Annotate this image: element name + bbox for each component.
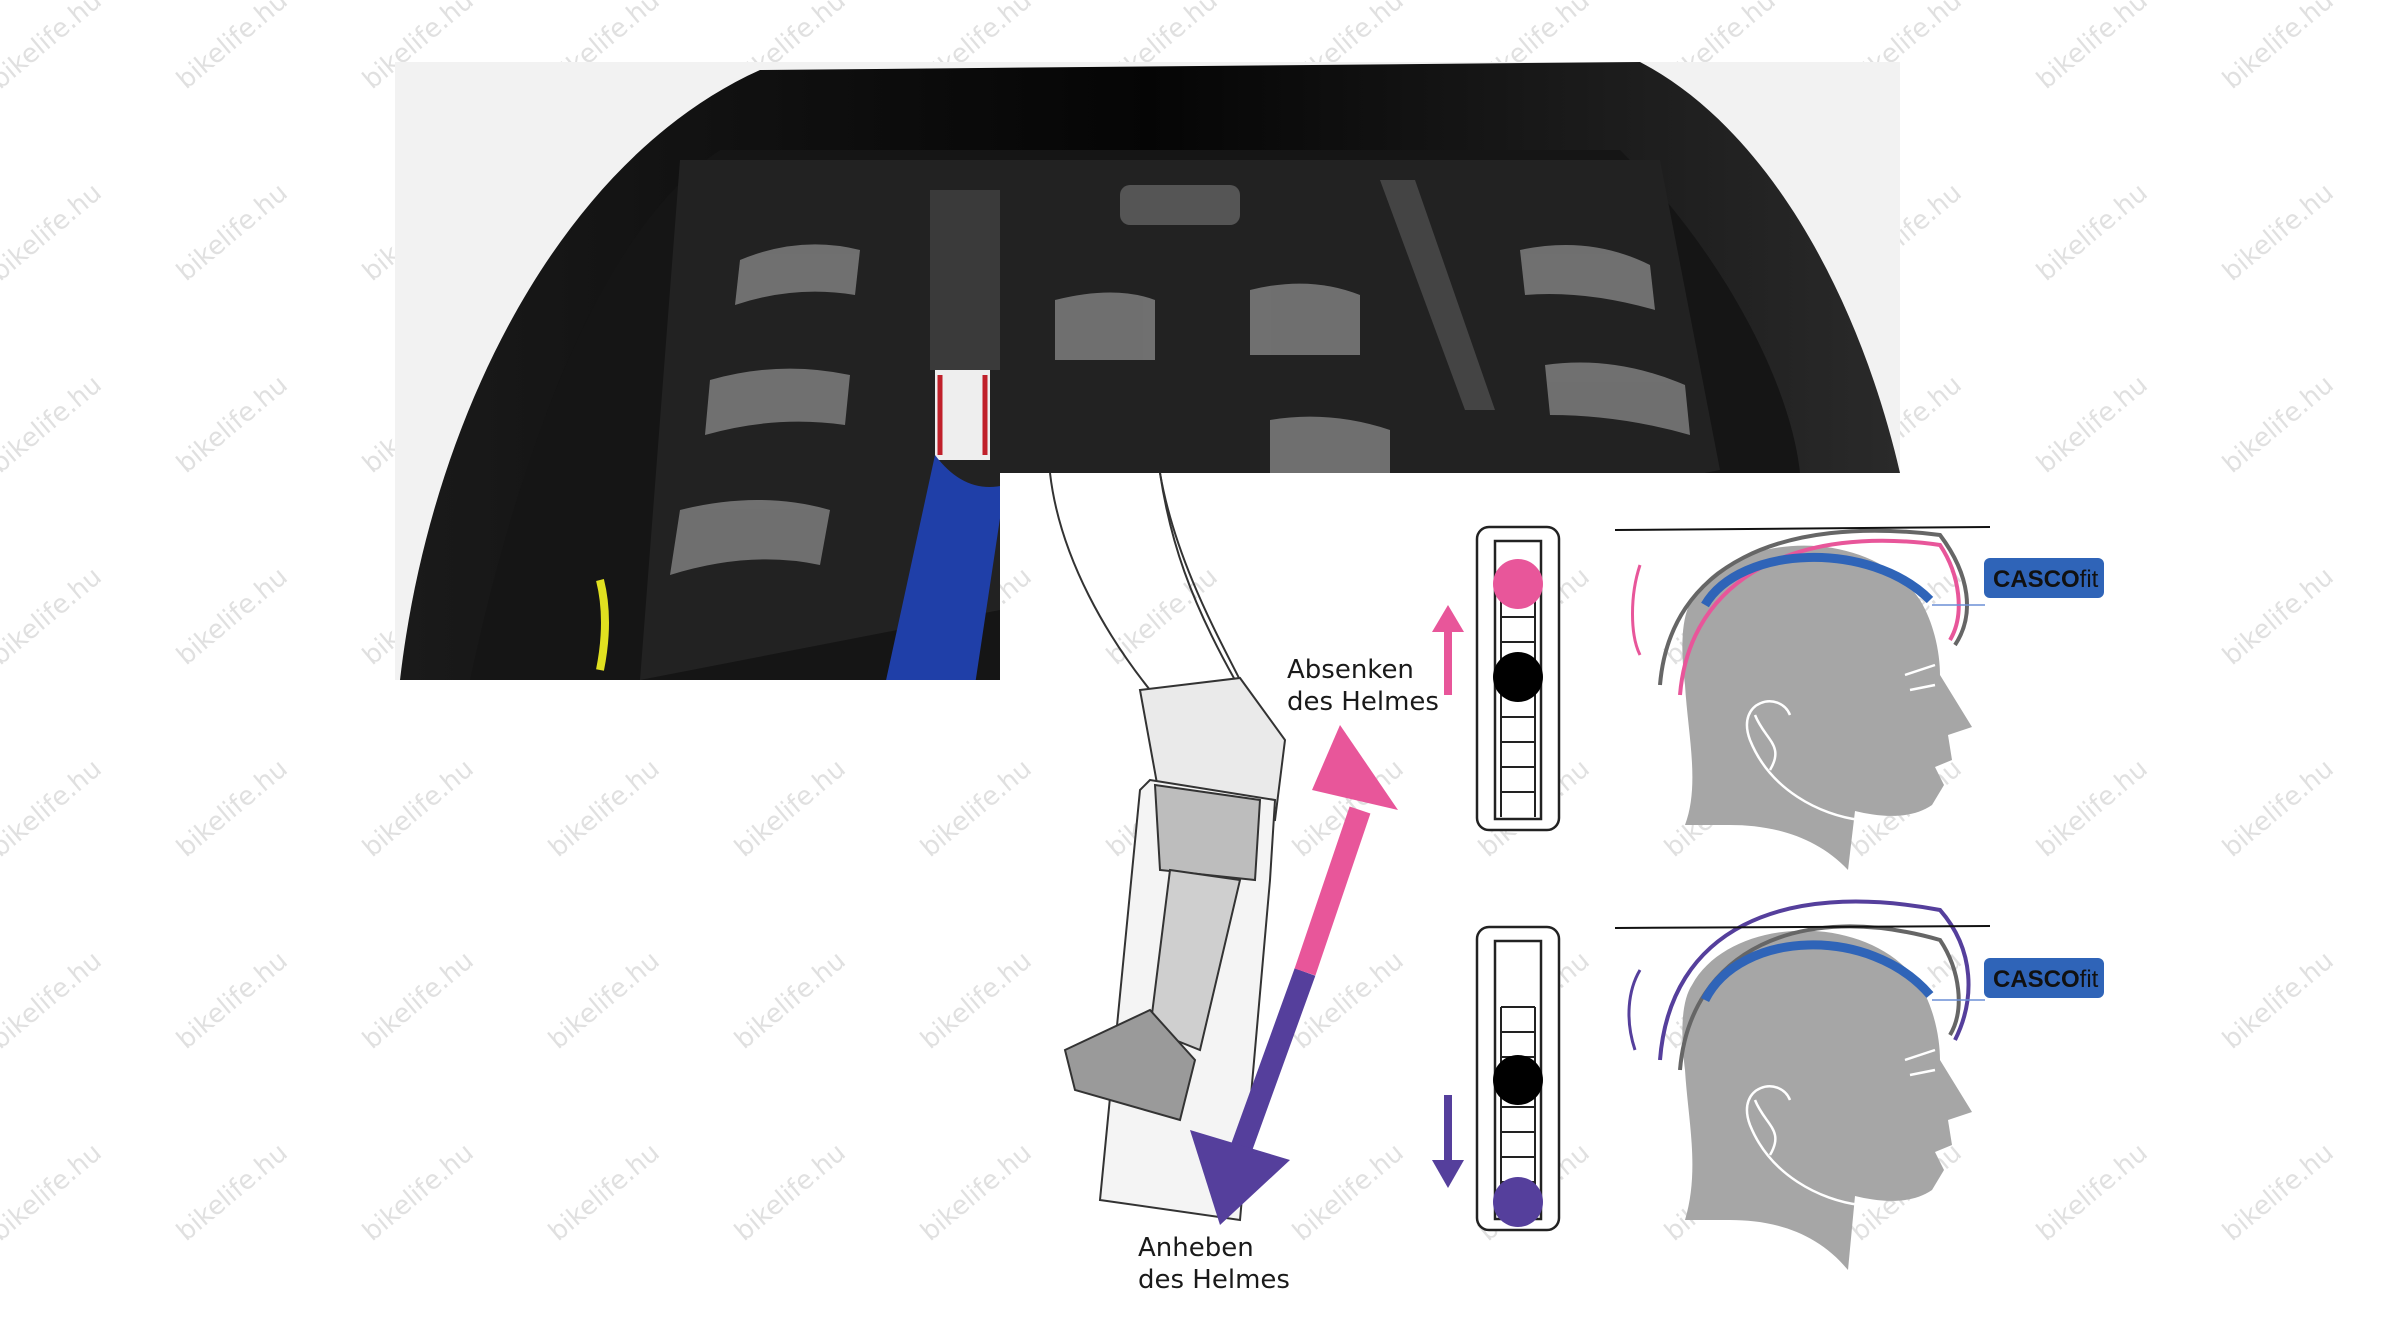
adjust-direction-arrow (1190, 725, 1398, 1225)
watermark-text: bikelife.hu (543, 946, 665, 1056)
cascofit-badge-top: CASCOfit (1984, 558, 2104, 598)
up-arrow-icon (1432, 605, 1464, 695)
watermark-text: bikelife.hu (915, 754, 1037, 864)
watermark-text: bikelife.hu (171, 1138, 293, 1248)
position-slider-bottom (1475, 925, 1561, 1232)
watermark-text: bikelife.hu (2217, 754, 2339, 864)
watermark-text: bikelife.hu (357, 1138, 479, 1248)
watermark-text: bikelife.hu (2217, 1138, 2339, 1248)
current-position-dot (1493, 559, 1543, 609)
watermark-text: bikelife.hu (171, 370, 293, 480)
watermark-text: bikelife.hu (0, 370, 108, 480)
watermark-text: bikelife.hu (171, 754, 293, 864)
watermark-text: bikelife.hu (2031, 178, 2153, 288)
watermark-text: bikelife.hu (915, 946, 1037, 1056)
watermark-text: bikelife.hu (729, 946, 851, 1056)
head-profile-bottom (1614, 899, 1991, 1270)
helmet-interior-photo (395, 62, 1900, 680)
watermark-text: bikelife.hu (729, 754, 851, 864)
watermark-text: bikelife.hu (0, 1138, 108, 1248)
down-arrow-icon (1432, 1095, 1464, 1188)
watermark-text: bikelife.hu (0, 946, 108, 1056)
watermark-text: bikelife.hu (0, 562, 108, 672)
badge-bold-text: CASCO (1993, 966, 2080, 993)
label-lower-helmet-line2: des Helmes (1287, 687, 1439, 717)
watermark-text: bikelife.hu (171, 178, 293, 288)
head-profile-top (1614, 526, 1991, 870)
watermark-text: bikelife.hu (171, 946, 293, 1056)
watermark-text: bikelife.hu (0, 178, 108, 288)
label-lower-helmet-line1: Absenken (1287, 655, 1414, 685)
watermark-text: bikelife.hu (2217, 370, 2339, 480)
current-position-dot (1493, 1177, 1543, 1227)
cascofit-badge-bottom: CASCOfit (1984, 958, 2104, 998)
watermark-text: bikelife.hu (357, 946, 479, 1056)
previous-position-dot (1493, 1055, 1543, 1105)
watermark-text: bikelife.hu (171, 0, 293, 95)
badge-light-text: fit (2080, 566, 2099, 593)
watermark-text: bikelife.hu (729, 1138, 851, 1248)
watermark-text: bikelife.hu (2031, 754, 2153, 864)
watermark-text: bikelife.hu (2217, 946, 2339, 1056)
watermark-text: bikelife.hu (2217, 562, 2339, 672)
watermark-text: bikelife.hu (0, 0, 108, 95)
svg-text:CASCOfit: CASCOfit (1993, 966, 2099, 993)
watermark-text: bikelife.hu (2031, 0, 2153, 95)
watermark-text: bikelife.hu (2217, 178, 2339, 288)
label-raise-helmet-line2: des Helmes (1138, 1265, 1290, 1295)
badge-light-text: fit (2080, 966, 2099, 993)
watermark-text: bikelife.hu (543, 754, 665, 864)
watermark-text: bikelife.hu (2031, 1138, 2153, 1248)
watermark-text: bikelife.hu (543, 1138, 665, 1248)
position-slider-top (1475, 525, 1561, 832)
badge-bold-text: CASCO (1993, 566, 2080, 593)
strap-adjuster-drawing (1049, 472, 1287, 1222)
watermark-text: bikelife.hu (2031, 370, 2153, 480)
watermark-text: bikelife.hu (2217, 0, 2339, 95)
label-raise-helmet-line1: Anheben (1138, 1233, 1254, 1263)
watermark-text: bikelife.hu (357, 754, 479, 864)
previous-position-dot (1493, 652, 1543, 702)
watermark-text: bikelife.hu (0, 754, 108, 864)
watermark-text: bikelife.hu (1287, 1138, 1409, 1248)
watermark-text: bikelife.hu (1101, 562, 1223, 672)
svg-text:CASCOfit: CASCOfit (1993, 566, 2099, 593)
watermark-text: bikelife.hu (915, 1138, 1037, 1248)
watermark-text: bikelife.hu (171, 562, 293, 672)
